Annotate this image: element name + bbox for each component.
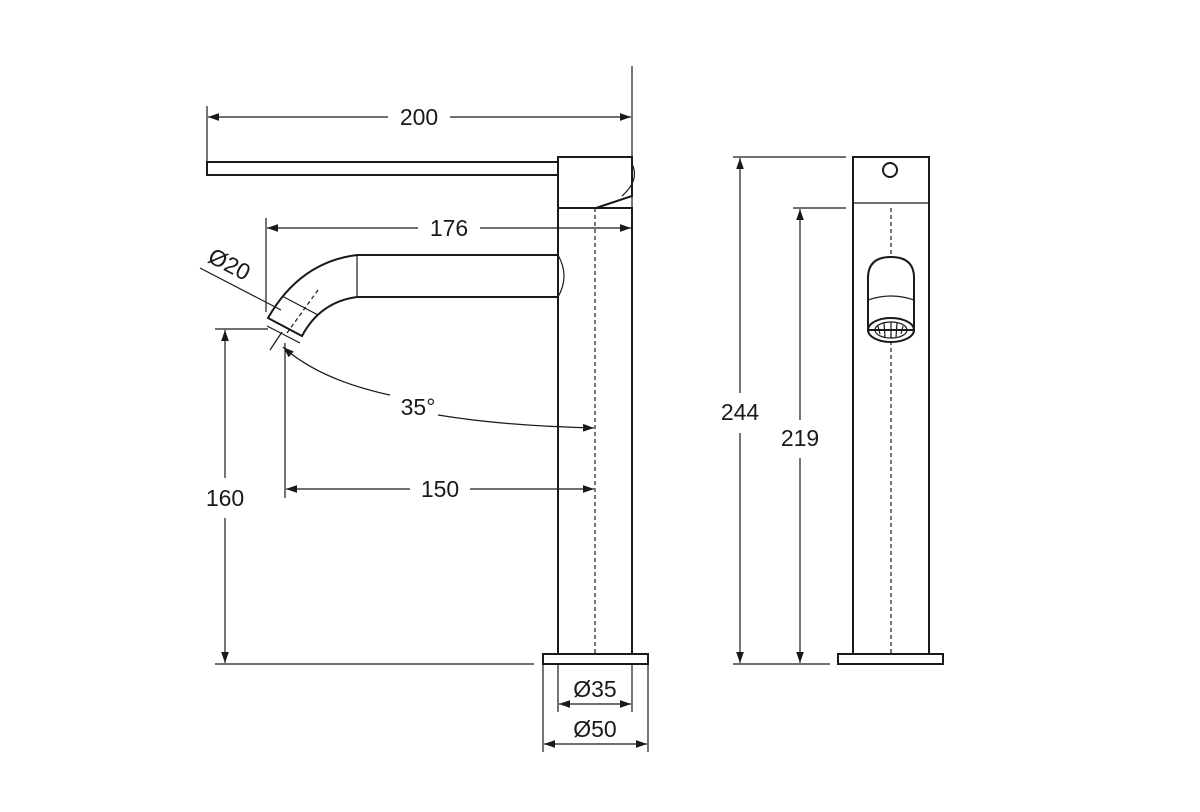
side-spout [266, 254, 559, 338]
dimension-overall-height: 244 [721, 156, 846, 665]
dimension-overall-width: 200 [206, 66, 633, 170]
spout-collar [557, 254, 565, 298]
dimension-spout-reach: 176 [265, 215, 631, 312]
dim-body-diameter-label: Ø35 [573, 676, 616, 702]
dim-outlet-height-label: 160 [206, 485, 244, 511]
dimension-base-diameter: Ø50 [542, 664, 649, 752]
dim-base-diameter-label: Ø50 [573, 716, 616, 742]
dimension-body-height: 219 [781, 207, 846, 663]
dim-overall-width-label: 200 [400, 104, 438, 130]
dimension-body-diameter: Ø35 [557, 664, 633, 712]
front-aerator-mesh [877, 322, 904, 338]
dim-spout-reach-label: 176 [430, 215, 468, 241]
side-view [206, 156, 649, 665]
dim-spout-angle-label: 35° [401, 394, 436, 420]
side-handle-tip [621, 163, 635, 197]
side-handle-cam [595, 195, 633, 209]
dimension-outlet-to-center: 150 [284, 343, 594, 502]
front-view [837, 156, 944, 665]
side-base-plate [542, 653, 649, 665]
front-spout-band [867, 295, 915, 301]
front-base-plate [837, 653, 944, 665]
outlet-aerator-line [281, 295, 319, 316]
outlet-centerline [286, 289, 319, 334]
front-spout [867, 255, 915, 331]
side-lever [206, 161, 559, 176]
dimension-outlet-height: 160 [206, 328, 534, 665]
front-aerator-outer [867, 317, 915, 343]
dim-body-height-label: 219 [781, 425, 819, 451]
front-indicator-dot [882, 162, 898, 178]
dim-outlet-to-center-label: 150 [421, 476, 459, 502]
dim-outlet-diameter-label: Ø20 [204, 243, 255, 286]
side-handle-head [557, 156, 633, 209]
dimension-spout-angle: 35° [282, 346, 595, 432]
dim-overall-height-label: 244 [721, 399, 760, 425]
